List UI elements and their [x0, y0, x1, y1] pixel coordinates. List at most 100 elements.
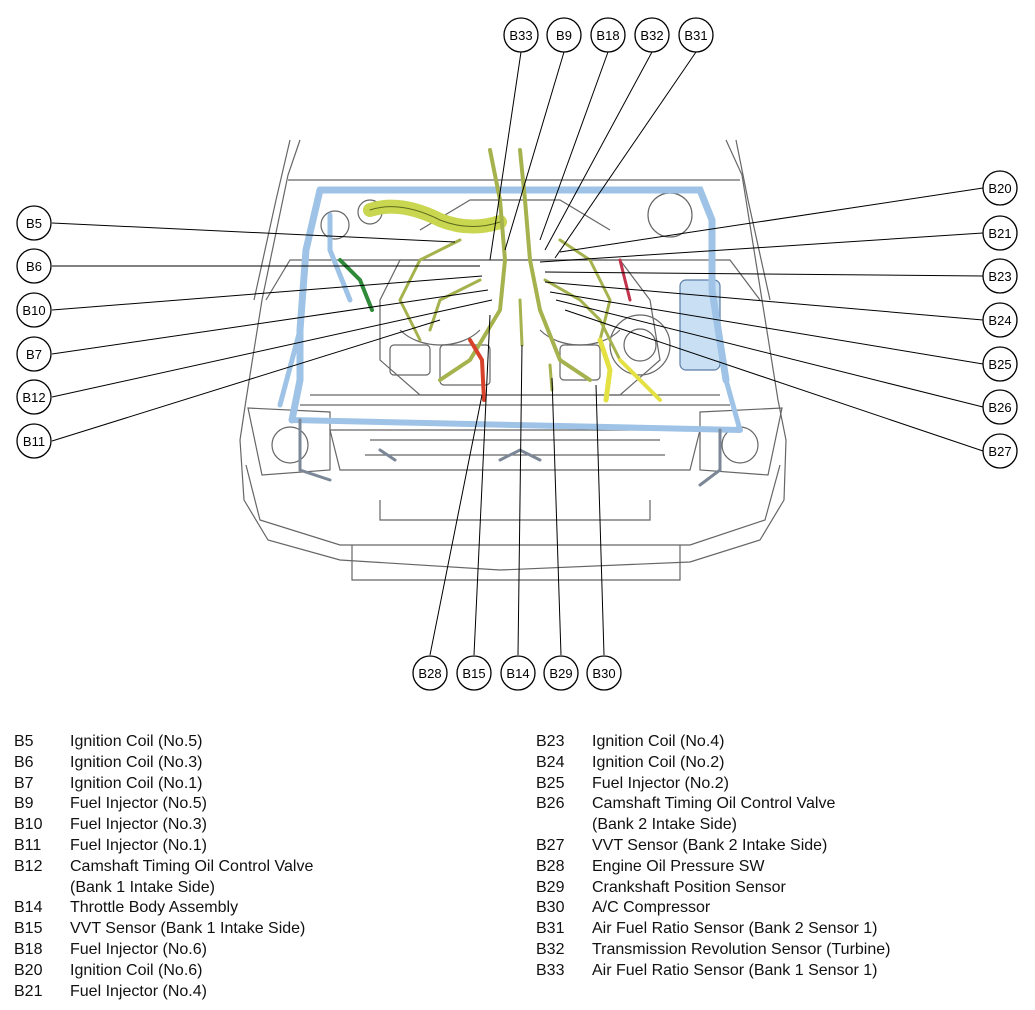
callout-b26: B26	[982, 389, 1018, 425]
legend-row: (Bank 1 Intake Side)	[14, 878, 514, 899]
callout-b21: B21	[982, 215, 1018, 251]
callout-b32: B32	[634, 17, 670, 53]
callout-label: B14	[506, 666, 529, 681]
callout-b6: B6	[16, 248, 52, 284]
legend-code: B21	[14, 982, 43, 1000]
callout-b33: B33	[503, 17, 539, 53]
legend-code: B9	[14, 795, 34, 813]
legend-row: B7 Ignition Coil (No.1)	[14, 774, 514, 795]
legend-label: Ignition Coil (No.6)	[70, 961, 203, 979]
legend-label: Fuel Injector (No.3)	[70, 816, 207, 834]
legend-row: (Bank 2 Intake Side)	[536, 815, 1026, 836]
vehicle-body-outline	[239, 139, 787, 581]
legend-label: Ignition Coil (No.5)	[70, 733, 203, 750]
legend-row: B9 Fuel Injector (No.5)	[14, 794, 514, 815]
legend-label: Fuel Injector (No.6)	[70, 940, 207, 958]
legend-code: B33	[536, 961, 565, 979]
legend-label: (Bank 2 Intake Side)	[592, 816, 737, 834]
legend-label: Air Fuel Ratio Sensor (Bank 2 Sensor 1)	[592, 920, 878, 938]
callout-b27: B27	[982, 433, 1018, 469]
legend-label: Transmission Revolution Sensor (Turbine)	[592, 940, 891, 958]
legend-code: B27	[536, 836, 565, 854]
legend-code: B32	[536, 940, 565, 958]
callout-b30: B30	[586, 655, 622, 691]
callout-label: B24	[988, 313, 1011, 328]
legend-code: B18	[14, 940, 43, 958]
legend-code: B7	[14, 774, 34, 792]
legend-row: B23 Ignition Coil (No.4)	[536, 732, 1026, 753]
callout-label: B6	[26, 259, 42, 274]
callout-b14: B14	[500, 655, 536, 691]
callout-b5: B5	[16, 205, 52, 241]
legend-code: B14	[14, 899, 43, 917]
callout-label: B33	[509, 28, 532, 43]
legend-row: B26 Camshaft Timing Oil Control Valve	[536, 794, 1026, 815]
callout-label: B18	[596, 28, 619, 43]
legend-label: (Bank 1 Intake Side)	[70, 878, 215, 896]
callout-b20: B20	[982, 170, 1018, 206]
callout-label: B11	[23, 434, 45, 449]
wire-harness	[277, 148, 743, 487]
callout-b31: B31	[678, 17, 714, 53]
legend-code: B24	[536, 753, 565, 771]
callout-label: B29	[549, 666, 572, 681]
legend-label: Camshaft Timing Oil Control Valve	[592, 795, 836, 813]
legend-code: B12	[14, 857, 43, 875]
legend-label: Ignition Coil (No.3)	[70, 753, 203, 771]
legend-label: Ignition Coil (No.4)	[592, 733, 725, 750]
callout-label: B26	[988, 400, 1011, 415]
callout-label: B30	[592, 666, 615, 681]
callout-b25: B25	[982, 346, 1018, 382]
callout-label: B23	[988, 269, 1011, 284]
legend-right-column: B23 Ignition Coil (No.4) B24 Ignition Coil…	[536, 732, 1026, 982]
callout-label: B27	[988, 444, 1011, 459]
legend-code: B26	[536, 795, 565, 813]
legend-label: Ignition Coil (No.1)	[70, 774, 203, 792]
legend-row: B21 Fuel Injector (No.4)	[14, 982, 514, 1003]
callout-label: B15	[462, 666, 485, 681]
callout-b29: B29	[543, 655, 579, 691]
legend-row: B18 Fuel Injector (No.6)	[14, 940, 514, 961]
legend-code: B25	[536, 774, 565, 792]
callout-label: B5	[26, 216, 42, 231]
callout-circles: B33 B9 B18 B32 B31 B5 B6 B10	[16, 17, 1018, 691]
callout-label: B7	[26, 347, 42, 362]
legend-label: Crankshaft Position Sensor	[592, 878, 786, 896]
legend-label: Air Fuel Ratio Sensor (Bank 1 Sensor 1)	[592, 961, 878, 979]
callout-label: B31	[684, 28, 707, 43]
callout-label: B10	[22, 303, 45, 318]
legend-code: B28	[536, 857, 565, 875]
legend-code: B6	[14, 753, 34, 771]
callout-b11: B11	[16, 423, 52, 459]
legend-code	[14, 878, 70, 899]
callout-b23: B23	[982, 258, 1018, 294]
legend-code: B29	[536, 878, 565, 896]
engine-bay-diagram: B33 B9 B18 B32 B31 B5 B6 B10	[16, 17, 1018, 691]
callout-label: B21	[988, 226, 1011, 241]
legend-label: Fuel Injector (No.4)	[70, 982, 207, 1000]
callout-b18: B18	[590, 17, 626, 53]
callout-label: B20	[988, 181, 1011, 196]
legend-code: B23	[536, 733, 565, 750]
callout-b7: B7	[16, 336, 52, 372]
legend-code: B15	[14, 920, 43, 938]
legend-label: Ignition Coil (No.2)	[592, 753, 725, 771]
callout-label: B28	[418, 666, 441, 681]
legend-label: Fuel Injector (No.5)	[70, 795, 207, 813]
callout-b12: B12	[16, 379, 52, 415]
legend-row: B6 Ignition Coil (No.3)	[14, 753, 514, 774]
legend-label: Fuel Injector (No.1)	[70, 836, 207, 854]
callout-label: B32	[640, 28, 663, 43]
